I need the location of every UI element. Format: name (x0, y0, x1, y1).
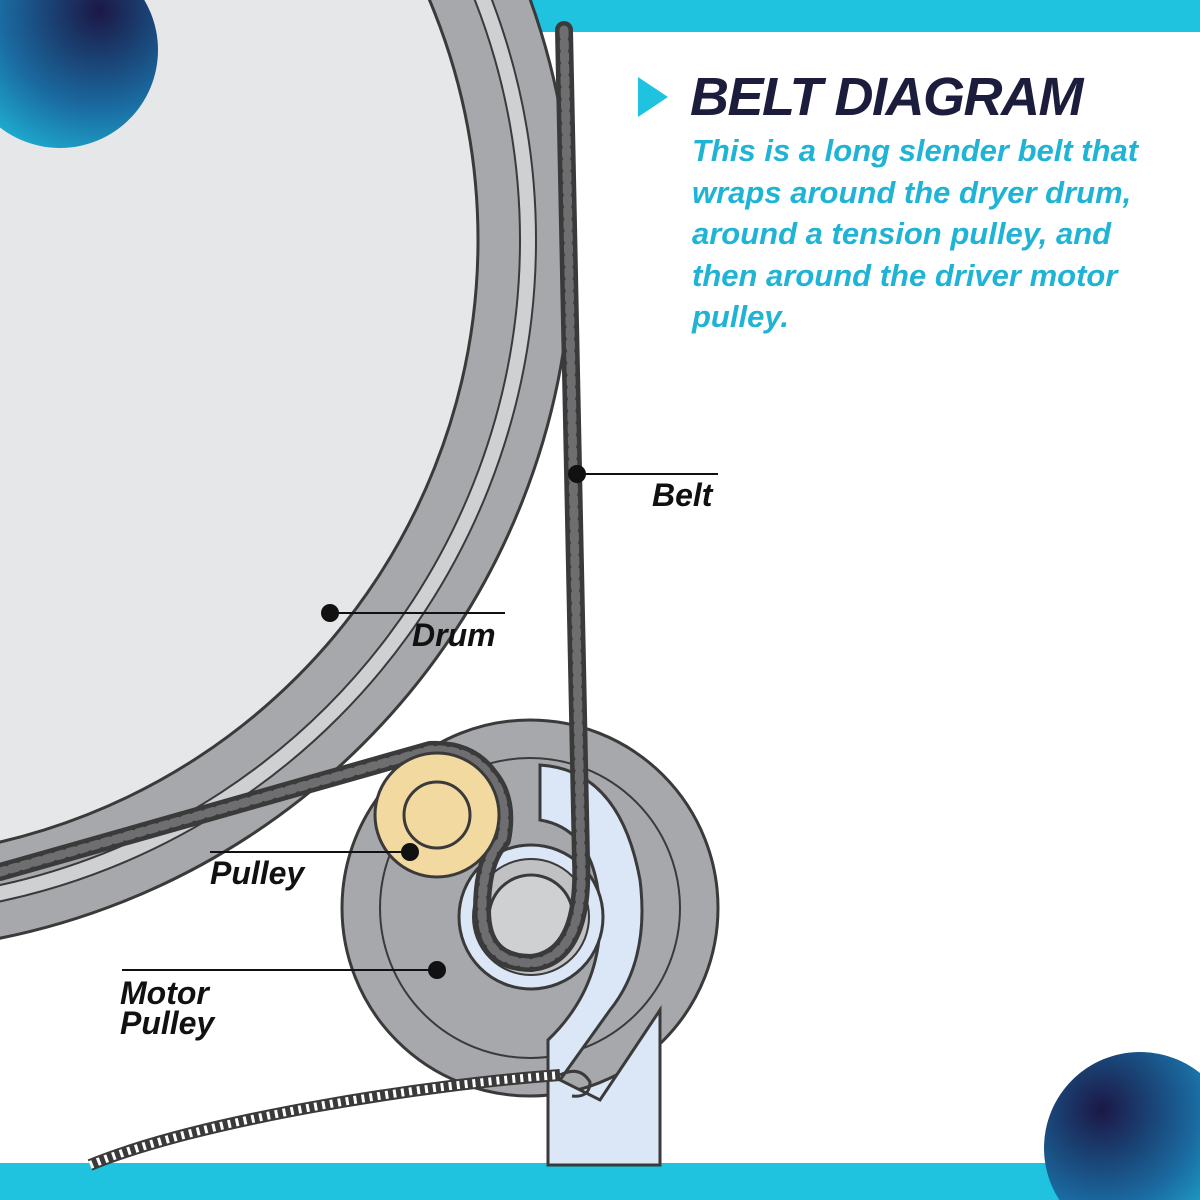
drum (0, 0, 574, 940)
bottom-accent-bar (0, 1163, 1200, 1200)
tension-pulley (373, 751, 501, 879)
label-pulley: Pulley (210, 855, 305, 891)
decorative-corner-top-left (0, 0, 158, 148)
decorative-corner-bottom-right (1044, 1052, 1200, 1200)
label-motor-pulley-line1: Motor (120, 975, 209, 1011)
tension-spring (87, 1069, 592, 1171)
label-dots (321, 465, 586, 979)
label-leaders (122, 473, 718, 971)
label-motor-pulley: Motor Pulley (120, 975, 215, 1041)
belt (0, 21, 591, 972)
label-motor-pulley-line2: Pulley (120, 1005, 215, 1041)
page-title: BELT DIAGRAM (690, 67, 1083, 127)
label-belt: Belt (652, 477, 713, 513)
label-drum: Drum (412, 617, 496, 653)
title-block: BELT DIAGRAM This is a long slender belt… (636, 68, 1176, 338)
description-text: This is a long slender belt that wraps a… (692, 133, 1139, 334)
title-row: BELT DIAGRAM (636, 68, 1176, 126)
triangle-right-icon (636, 75, 670, 119)
